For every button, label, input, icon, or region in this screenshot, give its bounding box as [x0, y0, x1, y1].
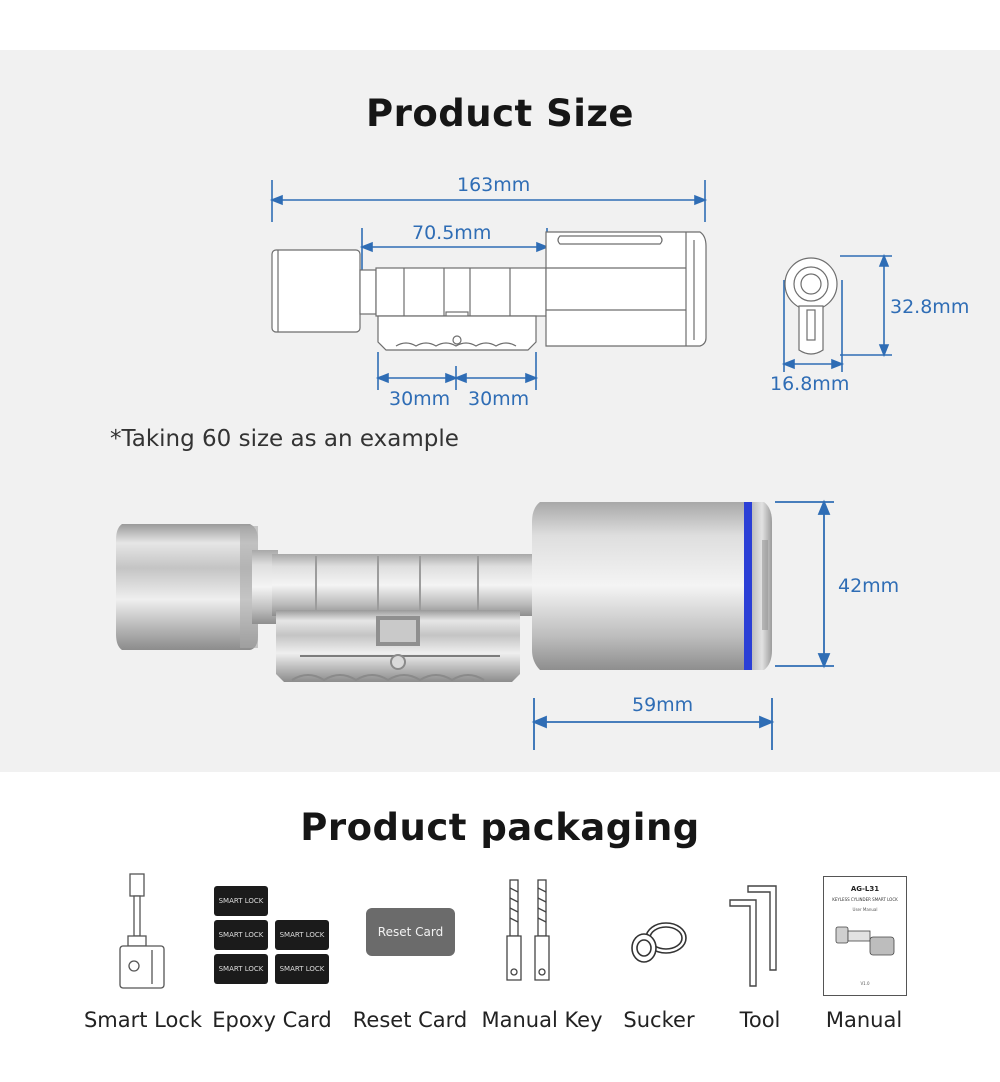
manual-key-icon — [506, 879, 550, 981]
dim-total-length: 163mm — [457, 174, 531, 196]
packaging-item-label: Sucker — [623, 1008, 695, 1032]
dim-body-length: 70.5mm — [412, 222, 492, 244]
manual-subtitle-text: KEYLESS CYLINDER SMART LOCK — [832, 897, 898, 902]
dimension-line-163 — [269, 180, 708, 222]
manual-icon: AG-L31 KEYLESS CYLINDER SMART LOCK User … — [823, 876, 907, 996]
packaging-item-label: Manual Key — [481, 1008, 603, 1032]
product-size-title: Product Size — [365, 92, 635, 135]
dim-left-half: 30mm — [389, 388, 451, 410]
lock-photo — [116, 502, 772, 682]
epoxy-card-1: SMART LOCK — [214, 886, 268, 916]
lock-profile-drawing — [784, 257, 838, 355]
packaging-item-label: Manual — [825, 1008, 903, 1032]
manual-lock-image — [835, 926, 895, 956]
manual-model-text: AG-L31 — [850, 885, 880, 893]
dimension-line-30-30 — [375, 352, 539, 390]
epoxy-card-icon: SMART LOCK SMART LOCK SMART LOCK SMART L… — [214, 886, 334, 986]
epoxy-card-4: SMART LOCK — [214, 954, 268, 984]
packaging-item-label: Reset Card — [352, 1008, 468, 1032]
dim-profile-width: 16.8mm — [770, 373, 850, 395]
product-packaging-title: Product packaging — [300, 806, 700, 849]
manual-heading-text: User Manual — [852, 907, 878, 912]
reset-card-icon: Reset Card — [366, 908, 455, 956]
dim-knob-length: 59mm — [632, 694, 694, 716]
epoxy-card-5: SMART LOCK — [275, 954, 329, 984]
tool-icon — [729, 885, 777, 987]
smart-lock-icon — [119, 873, 165, 989]
dimension-line-16-8 — [781, 280, 845, 372]
packaging-item-label: Epoxy Card — [212, 1008, 332, 1032]
dim-right-half: 30mm — [468, 388, 530, 410]
lock-line-drawing — [271, 231, 707, 351]
dimension-line-32-8 — [840, 253, 892, 358]
epoxy-card-2: SMART LOCK — [214, 920, 268, 950]
dim-profile-height: 32.8mm — [890, 296, 970, 318]
manual-footer-text: V1.0 — [860, 981, 870, 986]
packaging-items: Smart Lock SMART LOCK SMART LOCK SMART L… — [0, 870, 1000, 1050]
packaging-item-label: Tool — [739, 1008, 781, 1032]
product-size-diagram — [116, 180, 892, 750]
packaging-item-label: Smart Lock — [83, 1008, 203, 1032]
sucker-icon — [631, 922, 687, 963]
epoxy-card-3: SMART LOCK — [275, 920, 329, 950]
dim-knob-diameter: 42mm — [838, 575, 900, 597]
dimension-line-59 — [531, 698, 775, 750]
dimension-line-42 — [775, 499, 834, 669]
size-example-note: *Taking 60 size as an example — [110, 426, 459, 452]
